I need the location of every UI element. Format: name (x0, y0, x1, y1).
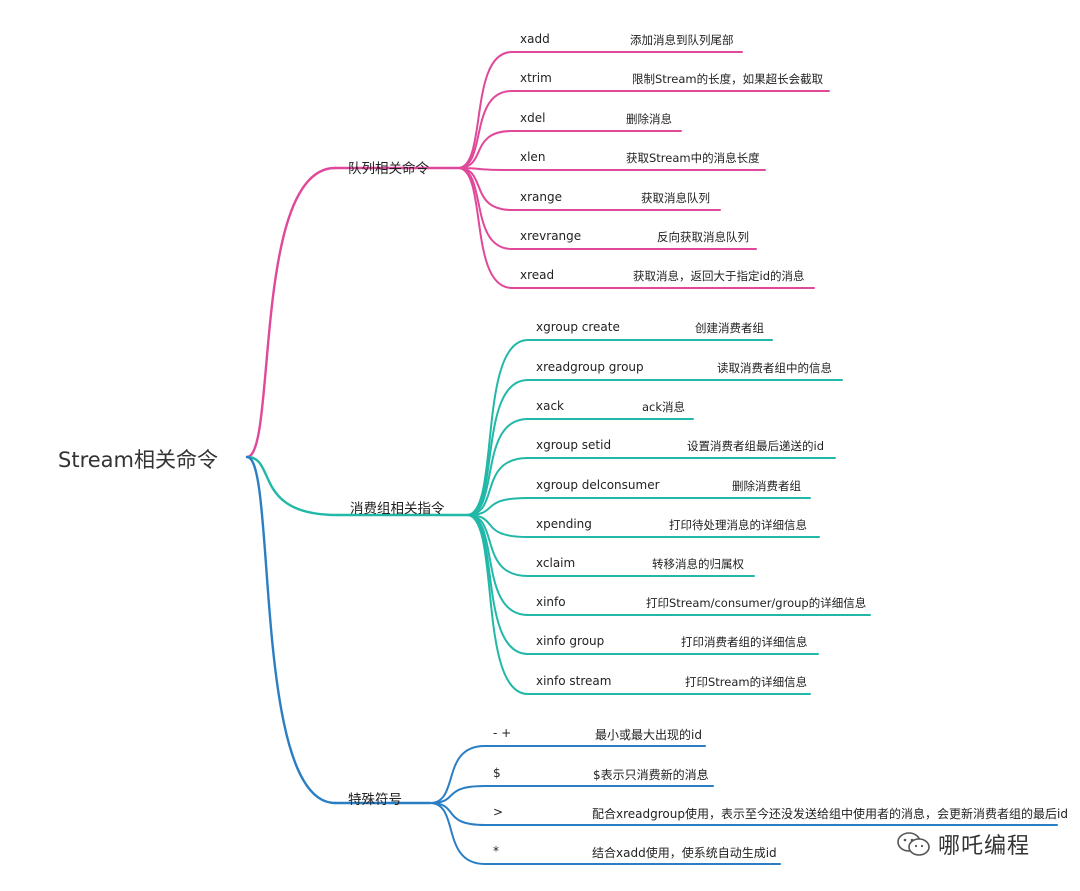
leaf-connector (466, 514, 755, 577)
leaf-connector (429, 802, 781, 865)
branch-label[interactable]: 特殊符号 (348, 792, 402, 808)
leaf-description: 结合xadd使用，使系统自动生成id (592, 846, 777, 860)
leaf-connector (457, 167, 815, 289)
leaf-connector (466, 339, 773, 516)
leaf-description: $表示只消费新的消息 (593, 768, 709, 782)
leaf-connector (457, 167, 766, 171)
root-node[interactable]: Stream相关命令 (58, 448, 218, 472)
leaf-description: 打印Stream的详细信息 (685, 675, 808, 689)
leaf-command[interactable]: xack (536, 399, 565, 413)
leaf-connector (457, 51, 743, 169)
leaf-description: 删除消费者组 (732, 479, 801, 493)
leaf-description: 获取消息，返回大于指定id的消息 (633, 269, 805, 283)
leaf-command[interactable]: xlen (520, 150, 546, 164)
leaf-description: 最小或最大出现的id (595, 728, 702, 742)
leaf-description: 打印Stream/consumer/group的详细信息 (646, 596, 867, 610)
leaf-command[interactable]: xgroup setid (536, 438, 612, 452)
leaf-command[interactable]: xclaim (536, 556, 576, 570)
leaf-description: 创建消费者组 (695, 321, 764, 335)
leaf-description: 打印待处理消息的详细信息 (669, 518, 807, 532)
leaf-command[interactable]: xreadgroup group (536, 360, 644, 374)
leaf-connector (466, 379, 843, 516)
watermark: 哪吒编程 (896, 828, 1030, 860)
leaf-description: 设置消费者组最后递送的id (687, 439, 824, 453)
leaf-connector (429, 745, 706, 804)
leaf-description: 打印消费者组的详细信息 (681, 635, 808, 649)
leaf-command[interactable]: > (493, 805, 504, 819)
watermark-text: 哪吒编程 (938, 834, 1031, 859)
leaf-command[interactable]: xgroup delconsumer (536, 478, 660, 492)
leaf-connector (466, 497, 811, 516)
leaf-command[interactable]: * (493, 844, 499, 858)
branch-label[interactable]: 队列相关命令 (348, 161, 429, 177)
leaf-connector (429, 802, 1058, 826)
leaf-connector (457, 90, 830, 169)
leaf-description: ack消息 (642, 400, 686, 414)
branch-connector (245, 166, 337, 459)
leaf-command[interactable]: xread (520, 268, 555, 282)
leaf-description: 反向获取消息队列 (657, 230, 749, 244)
leaf-description: 删除消息 (626, 112, 672, 126)
leaf-description: 转移消息的归属权 (652, 557, 744, 571)
branch-label[interactable]: 消费组相关指令 (350, 501, 445, 517)
leaf-command[interactable]: xtrim (520, 71, 552, 85)
leaf-description: 添加消息到队列尾部 (630, 33, 734, 47)
leaf-connector (466, 457, 836, 516)
leaf-description: 限制Stream的长度，如果超长会截取 (632, 72, 824, 86)
branch-connector (245, 455, 339, 517)
leaf-connector (457, 130, 682, 169)
leaf-command[interactable]: xpending (536, 517, 592, 531)
leaf-connector (457, 167, 721, 211)
leaf-command[interactable]: xinfo (536, 595, 566, 609)
leaf-description: 获取Stream中的消息长度 (626, 151, 760, 165)
leaf-command[interactable]: xgroup create (536, 320, 620, 334)
leaf-command[interactable]: xrange (520, 190, 562, 204)
leaf-connector (466, 514, 820, 538)
leaf-description: 配合xreadgroup使用，表示至今还没发送给组中使用者的消息，会更新消费者组… (592, 807, 1068, 821)
leaf-description: 读取消费者组中的信息 (717, 361, 832, 375)
wechat-icon (897, 832, 930, 856)
leaf-command[interactable]: $ (493, 766, 501, 780)
leaf-command[interactable]: xinfo group (536, 634, 605, 648)
leaf-description: 获取消息队列 (641, 191, 710, 205)
leaf-connector (466, 418, 694, 516)
leaf-command[interactable]: - + (493, 726, 512, 740)
leaf-command[interactable]: xadd (520, 32, 550, 46)
leaf-command[interactable]: xrevrange (520, 229, 582, 243)
leaf-connector (466, 514, 811, 695)
branch-connector (245, 455, 337, 805)
leaf-connector (429, 785, 714, 804)
leaf-command[interactable]: xdel (520, 111, 546, 125)
leaf-command[interactable]: xinfo stream (536, 674, 612, 688)
